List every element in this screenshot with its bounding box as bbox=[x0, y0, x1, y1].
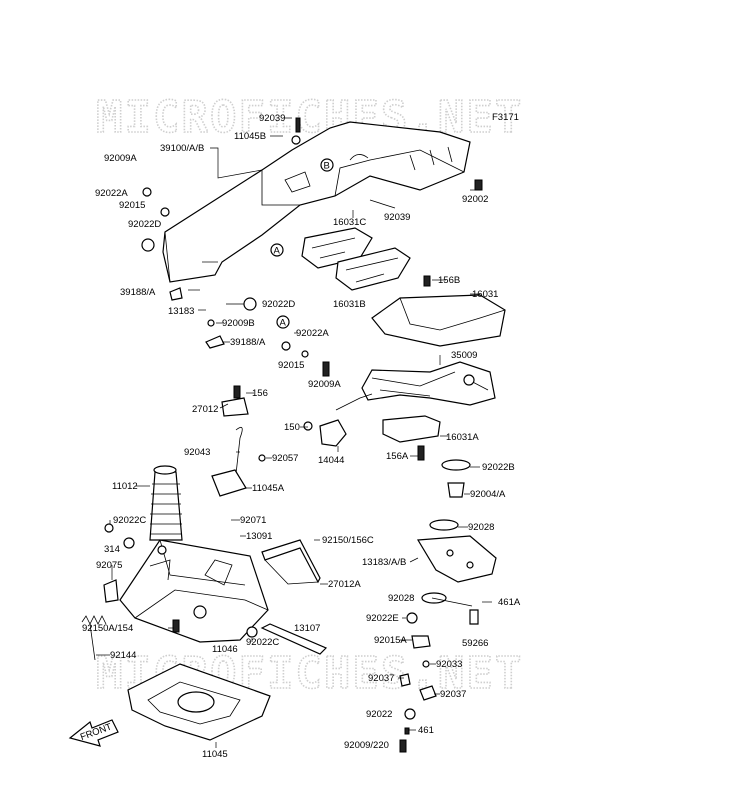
label-92037-right: 92037 bbox=[440, 689, 466, 700]
label-11046: 11046 bbox=[212, 644, 238, 655]
pad-16031 bbox=[371, 275, 506, 347]
label-92004a: 92004/A bbox=[470, 489, 506, 500]
label-92022-bottom: 92022 bbox=[366, 709, 392, 720]
figure-code: F3171 bbox=[492, 112, 519, 123]
label-16031: 16031 bbox=[472, 289, 498, 300]
label-14044: 14044 bbox=[318, 455, 344, 466]
label-27012a: 27012A bbox=[328, 579, 361, 590]
bracket-35009 bbox=[361, 361, 496, 406]
pad-16031a bbox=[382, 415, 441, 461]
label-11045: 11045 bbox=[202, 749, 228, 760]
label-92071: 92071 bbox=[240, 515, 266, 526]
label-92022b: 92022B bbox=[482, 462, 515, 473]
callout-a-lower: A bbox=[280, 318, 287, 329]
callout-a-upper: A bbox=[274, 246, 281, 257]
label-92015-mid: 92015 bbox=[278, 360, 304, 371]
label-92075: 92075 bbox=[96, 560, 122, 571]
rod-13107 bbox=[260, 623, 328, 655]
label-16031b: 16031B bbox=[333, 299, 366, 310]
label-156: 156 bbox=[252, 388, 268, 399]
label-39188a-mid: 39188/A bbox=[230, 337, 266, 348]
switch-14044 bbox=[211, 385, 373, 497]
label-92150-156c: 92150/156C bbox=[322, 535, 374, 546]
label-13107: 13107 bbox=[294, 623, 320, 634]
label-92150a-154: 92150A/154 bbox=[82, 623, 133, 634]
label-13183ab: 13183/A/B bbox=[362, 557, 406, 568]
right-parts bbox=[399, 459, 497, 753]
fastener-top bbox=[141, 117, 483, 377]
label-16031a: 16031A bbox=[446, 432, 479, 443]
label-92144: 92144 bbox=[110, 650, 136, 661]
label-92039-top: 92039 bbox=[259, 113, 285, 124]
front-arrow: FRONT bbox=[68, 719, 119, 747]
label-92009-220: 92009/220 bbox=[344, 740, 389, 751]
label-150: 150 bbox=[284, 422, 300, 433]
label-92022a-top: 92022A bbox=[95, 188, 128, 199]
label-92009b: 92009B bbox=[222, 318, 255, 329]
label-35009: 35009 bbox=[451, 350, 477, 361]
pad-16031b bbox=[335, 247, 411, 291]
label-92022d-bottom: 92022D bbox=[262, 299, 295, 310]
label-39100: 39100/A/B bbox=[160, 143, 204, 154]
watermark-top: MICROFICHES.NET bbox=[96, 92, 523, 143]
label-92015-top: 92015 bbox=[119, 200, 145, 211]
label-13183: 13183 bbox=[168, 306, 194, 317]
label-11045b: 11045B bbox=[234, 131, 266, 142]
label-92009a-top: 92009A bbox=[104, 153, 137, 164]
part-labels: 92039 11045B 39100/A/B 92009A 92022A 920… bbox=[82, 113, 521, 760]
label-92057: 92057 bbox=[272, 453, 298, 464]
label-92033: 92033 bbox=[436, 659, 462, 670]
callout-b-upper: B bbox=[324, 161, 330, 172]
label-13091: 13091 bbox=[246, 531, 272, 542]
label-92009a-mid: 92009A bbox=[308, 379, 341, 390]
boot-11012 bbox=[149, 465, 183, 541]
cover-39100 bbox=[162, 121, 471, 283]
label-92022c-bottom: 92022C bbox=[246, 637, 279, 648]
label-92022a-mid: 92022A bbox=[296, 328, 329, 339]
label-92028-mid: 92028 bbox=[388, 593, 414, 604]
label-461a: 461A bbox=[498, 597, 521, 608]
label-11045a: 11045A bbox=[252, 483, 285, 494]
label-156b: 156B bbox=[438, 275, 460, 286]
label-92002: 92002 bbox=[462, 194, 488, 205]
label-59266: 59266 bbox=[462, 638, 488, 649]
spring-92144 bbox=[81, 615, 107, 661]
label-16031c: 16031C bbox=[333, 217, 366, 228]
label-92022c-left: 92022C bbox=[113, 515, 146, 526]
label-92028-top: 92028 bbox=[468, 522, 494, 533]
label-156a: 156A bbox=[386, 451, 409, 462]
handle-27012a-lower bbox=[264, 559, 319, 585]
housing-11046 bbox=[119, 539, 269, 643]
label-27012: 27012 bbox=[192, 404, 218, 415]
label-92022d-top: 92022D bbox=[128, 219, 161, 230]
label-92043: 92043 bbox=[184, 447, 210, 458]
leader-lines bbox=[96, 117, 492, 748]
handle-27012a bbox=[261, 539, 321, 584]
plate-11045 bbox=[127, 663, 271, 741]
label-92039-mid: 92039 bbox=[384, 212, 410, 223]
label-92022e: 92022E bbox=[366, 613, 399, 624]
label-461: 461 bbox=[418, 725, 434, 736]
label-92015a: 92015A bbox=[374, 635, 407, 646]
label-39188a-top: 39188/A bbox=[120, 287, 156, 298]
label-11012: 11012 bbox=[112, 481, 138, 492]
label-314: 314 bbox=[104, 544, 120, 555]
label-92037-left: 92037 bbox=[368, 673, 394, 684]
